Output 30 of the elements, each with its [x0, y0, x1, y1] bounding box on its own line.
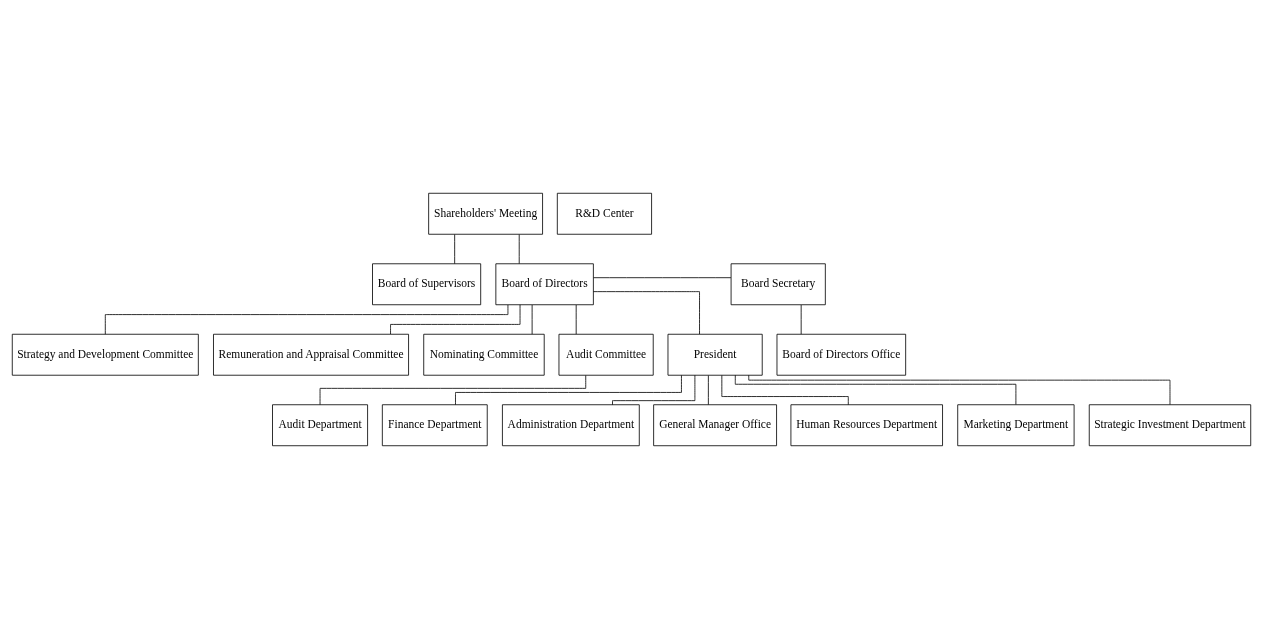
connector — [455, 374, 682, 406]
connector — [593, 277, 732, 279]
connector — [734, 374, 1017, 405]
node-box: Finance Department — [381, 404, 488, 447]
node-box: Remuneration and Appraisal Committee — [213, 333, 409, 376]
connector — [707, 375, 709, 406]
connector — [721, 375, 849, 406]
node-box: Board of Supervisors — [372, 263, 482, 306]
node-box: Audit Department — [272, 404, 368, 447]
connector — [454, 234, 456, 265]
connector — [104, 304, 509, 335]
node-box: Administration Department — [502, 404, 640, 447]
node-box: Human Resources Department — [790, 404, 943, 447]
connector — [390, 304, 521, 335]
connector — [518, 234, 520, 265]
node-box: Board Secretary — [730, 263, 826, 306]
node-box: President — [667, 333, 763, 376]
node-box: Board of Directors — [495, 263, 594, 306]
node-box: Strategic Investment Department — [1088, 404, 1252, 447]
connector — [593, 291, 700, 335]
node-box: Nominating Committee — [423, 333, 545, 376]
node-box: Audit Committee — [558, 333, 654, 376]
node-box: R&D Center — [556, 192, 652, 235]
connector — [748, 374, 1171, 405]
node-box: Strategy and Development Committee — [11, 333, 199, 376]
node-box: Board of Directors Office — [776, 333, 907, 376]
connector — [612, 374, 696, 406]
node-box: Shareholders' Meeting — [428, 192, 543, 235]
node-box: General Manager Office — [653, 404, 777, 447]
node-box: Marketing Department — [957, 404, 1075, 447]
